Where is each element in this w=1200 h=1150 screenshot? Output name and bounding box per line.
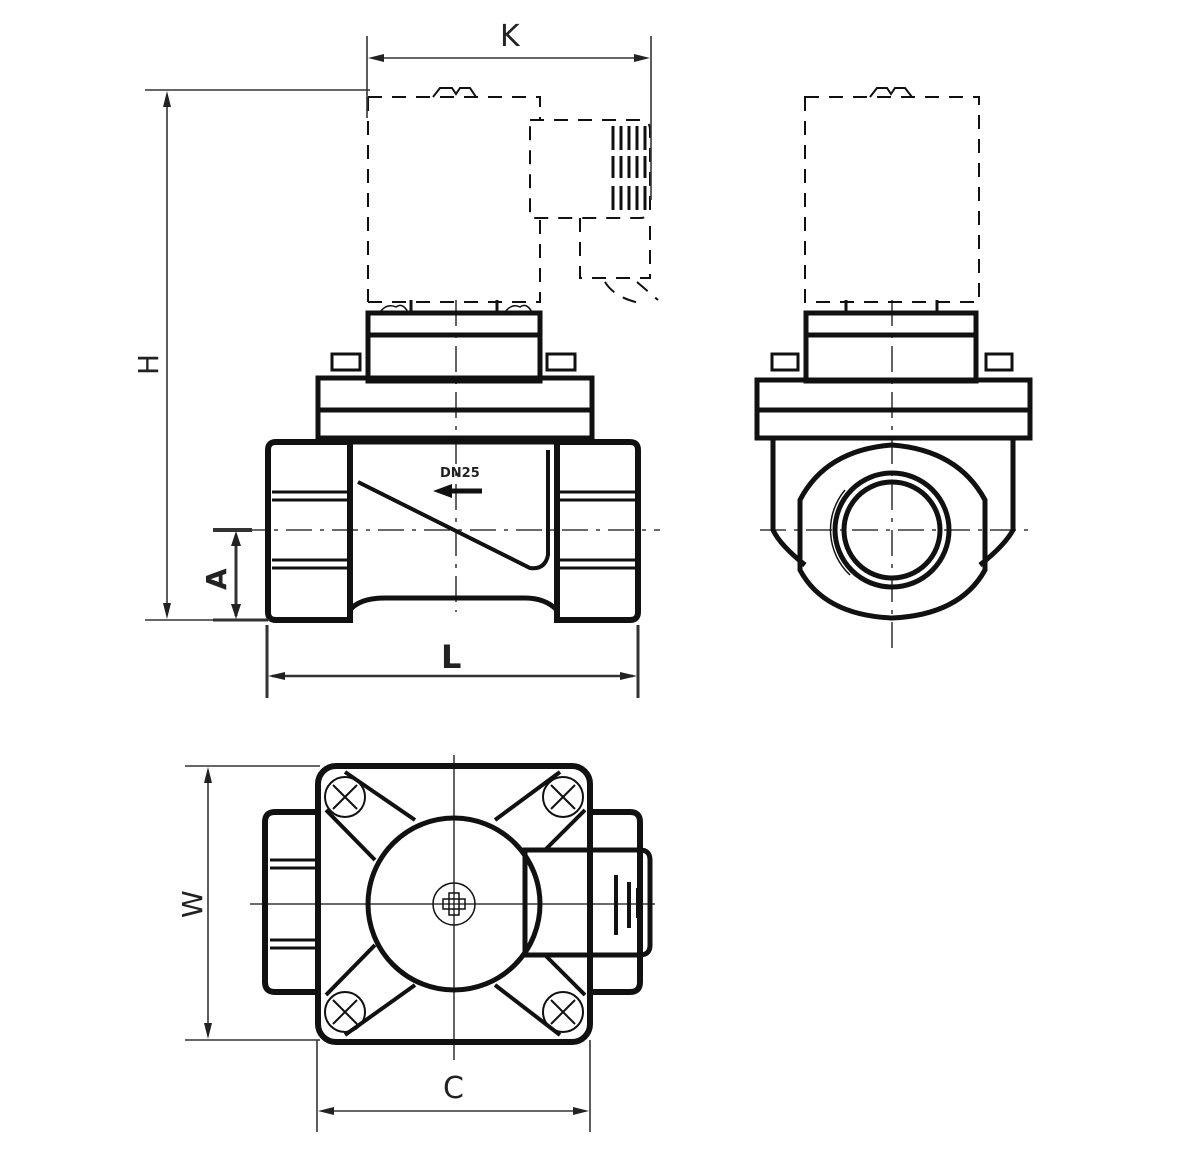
top-view <box>250 755 655 1060</box>
flange-bolts <box>324 776 584 1033</box>
dim-label-l: L <box>441 638 461 676</box>
flow-direction-arrow-icon <box>433 484 482 498</box>
dim-label-k: K <box>500 19 521 54</box>
connector-pins-front <box>611 126 647 210</box>
dim-label-h: H <box>132 354 165 375</box>
dim-label-a: A <box>200 568 233 590</box>
coil-outline-side <box>804 96 980 303</box>
centerlines-front <box>240 300 660 612</box>
coil-outline-front <box>367 96 659 304</box>
front-view: DN25 <box>240 87 660 623</box>
dimension-lines <box>145 36 652 1132</box>
dim-label-c: C <box>443 1071 464 1106</box>
centerlines-side <box>760 300 1035 655</box>
ground-icon <box>614 875 640 935</box>
dim-label-w: W <box>176 890 209 918</box>
coil-nut-front <box>432 87 477 98</box>
side-view <box>754 87 1035 655</box>
centerlines-top <box>250 755 655 1060</box>
size-label: DN25 <box>440 466 480 481</box>
